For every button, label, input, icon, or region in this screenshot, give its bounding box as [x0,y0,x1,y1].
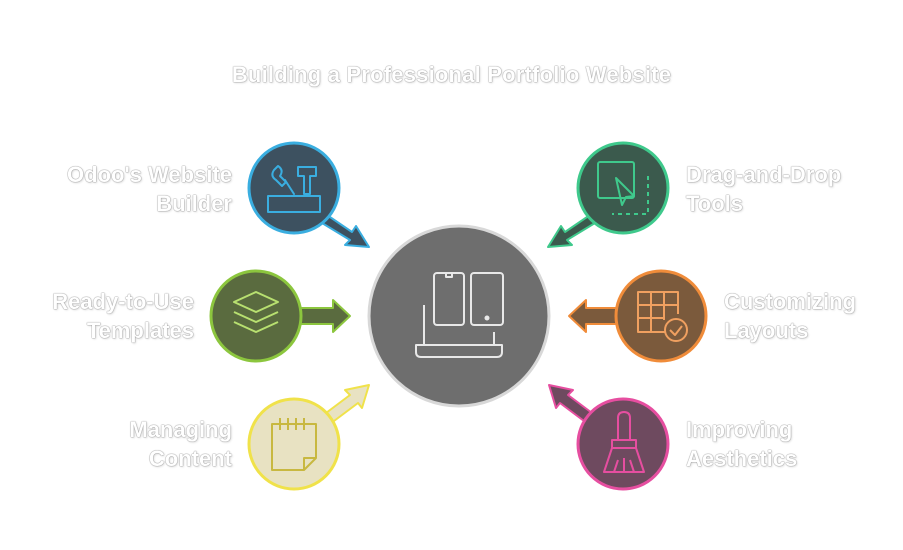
label-dragdrop: Drag-and-Drop Tools [686,160,841,218]
label-aesthetics: Improving Aesthetics [686,415,797,473]
arrow-odoo [321,214,370,248]
label-dragdrop-line-1: Drag-and-Drop [686,162,842,187]
cursor-select-icon [597,161,649,215]
paintbrush-icon [603,411,645,473]
label-content: Managing Content [129,415,232,473]
label-aesthetics-line-1: Improving [686,417,793,442]
node-content [247,384,370,491]
node-layouts [568,269,708,363]
grid-check-icon [637,291,688,342]
label-templates-line-1: Ready-to-Use [52,289,194,314]
label-content-line-2: Content [148,446,232,471]
notepad-icon [271,418,317,471]
arrow-templates [295,299,351,333]
center-hub [367,224,551,408]
label-layouts-line-1: Customizing [724,289,856,314]
label-content-line-1: Managing [129,417,232,442]
label-templates: Ready-to-Use Templates [52,287,194,345]
label-dragdrop-line-2: Tools [686,191,744,216]
label-layouts-line-2: Layouts [724,318,809,343]
devices-icon [415,272,504,358]
label-layouts: Customizing Layouts [724,287,856,345]
node-templates [209,269,351,363]
label-aesthetics-line-2: Aesthetics [686,446,798,471]
node-aesthetics [548,384,670,491]
label-templates-line-2: Templates [86,318,194,343]
label-odoo-line-2: Builder [156,191,232,216]
label-odoo: Odoo's Website Builder [67,160,232,218]
node-odoo [247,141,370,248]
label-odoo-line-1: Odoo's Website [67,162,232,187]
diagram-title: Building a Professional Portfolio Websit… [231,62,672,87]
arrow-dragdrop [547,214,596,248]
tools-icon [267,165,321,213]
layers-icon [233,291,279,333]
node-dragdrop [547,141,670,248]
arrow-content [321,384,370,425]
